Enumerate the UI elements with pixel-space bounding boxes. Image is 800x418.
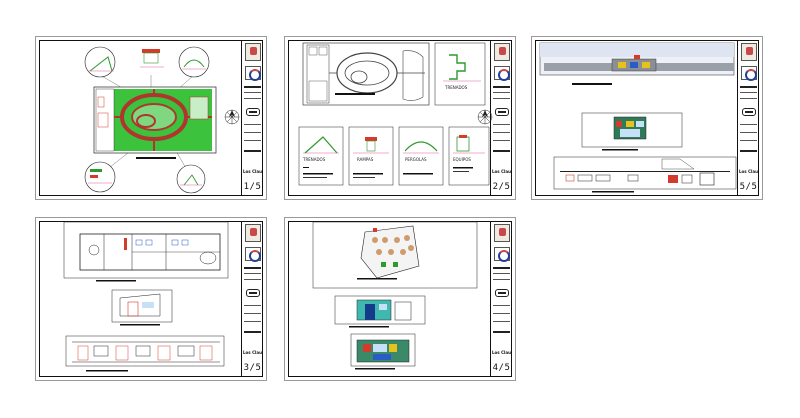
seal-icon xyxy=(245,66,261,81)
detail-label: TRENADOS xyxy=(302,157,326,162)
logo-icon xyxy=(494,43,510,61)
detail-callout-2 xyxy=(140,49,164,68)
project-name: Los Claustros xyxy=(243,169,262,174)
logo-icon xyxy=(245,43,261,61)
sheet-3: Los Claustros 5/5 xyxy=(531,36,763,200)
north-badge-icon xyxy=(495,108,509,116)
sheet-border xyxy=(288,221,512,377)
detail-panel-3: PERGOLAS xyxy=(398,126,444,186)
logo-icon xyxy=(741,43,757,61)
sheet-2: Los Claustros 2/5 TRENADOS xyxy=(284,36,516,200)
sheet-border xyxy=(535,40,759,196)
sheet-5: Los Claustros 4/5 xyxy=(284,217,516,381)
sheet-border xyxy=(288,40,512,196)
north-badge-icon xyxy=(495,289,509,297)
detail-label: EQUIPOS xyxy=(453,157,471,162)
north-arrow-icon xyxy=(477,109,493,125)
seal-icon xyxy=(245,247,261,262)
north-badge-icon xyxy=(246,289,260,297)
detail-label: RAMPAS xyxy=(357,157,374,162)
sheet-border xyxy=(39,221,263,377)
floor-plan-drawing xyxy=(63,221,229,372)
detail-panel-1: TRENADOS xyxy=(298,126,344,186)
detail-callout-5 xyxy=(176,164,206,194)
sheet-1: Los Claustros 1/5 xyxy=(35,36,267,200)
project-name: Los Claustros xyxy=(243,350,262,355)
seal-icon xyxy=(494,247,510,262)
title-block: Los Claustros 1/5 xyxy=(241,40,263,196)
detail-callout-4 xyxy=(84,161,116,193)
seal-icon xyxy=(741,66,757,81)
sheet-number: 1/5 xyxy=(243,182,262,192)
detail-callout-1 xyxy=(84,46,116,78)
project-name: Los Claustros xyxy=(739,169,758,174)
title-block: Los Claustros 2/5 xyxy=(490,40,512,196)
project-name: Los Claustros xyxy=(492,350,511,355)
seal-icon xyxy=(494,66,510,81)
elevations-drawing xyxy=(539,42,737,193)
detail-panel-4: EQUIPOS xyxy=(448,126,490,186)
sheet-number: 4/5 xyxy=(492,363,511,373)
detail-label-steps: TRENADOS xyxy=(444,85,468,90)
detail-callout-3 xyxy=(178,46,210,78)
title-block: Los Claustros 5/5 xyxy=(737,40,759,196)
sheet-border xyxy=(39,40,263,196)
sheet-number: 5/5 xyxy=(739,182,758,192)
site-plan-drawing xyxy=(84,46,240,194)
detail-label: PERGOLAS xyxy=(405,157,427,162)
pavilion-plan-drawing xyxy=(312,221,478,370)
north-arrow-icon xyxy=(224,109,240,125)
north-badge-icon xyxy=(246,108,260,116)
title-block: Los Claustros 3/5 xyxy=(241,221,263,377)
logo-icon xyxy=(245,224,261,242)
garden-plan-drawing: TRENADOS TRENADOS RAMPAS xyxy=(298,42,493,186)
title-block: Los Claustros 4/5 xyxy=(490,221,512,377)
sheet-number: 2/5 xyxy=(492,182,511,192)
detail-panel-2: RAMPAS xyxy=(348,126,394,186)
project-name: Los Claustros xyxy=(492,169,511,174)
sheet-number: 3/5 xyxy=(243,363,262,373)
logo-icon xyxy=(494,224,510,242)
north-badge-icon xyxy=(742,108,756,116)
sheet-4: Los Claustros 3/5 xyxy=(35,217,267,381)
